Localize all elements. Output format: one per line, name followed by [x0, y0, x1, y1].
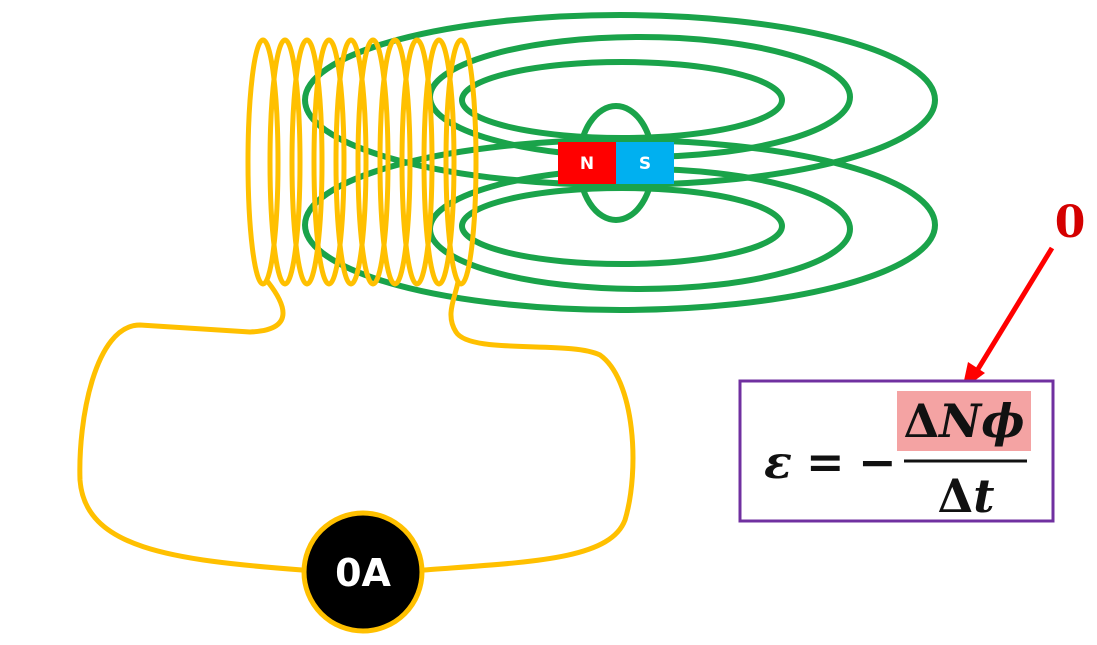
minus-sign: − — [858, 435, 897, 489]
circuit-wire — [77, 279, 636, 573]
numerator-highlight — [897, 391, 1031, 451]
annotation-value: 0 — [1055, 197, 1086, 248]
north-label: N — [580, 154, 594, 174]
coil-loop — [311, 37, 347, 287]
coil-loop — [443, 37, 479, 287]
coil-loop — [421, 37, 457, 287]
field-line — [302, 12, 938, 188]
ammeter-dial — [301, 510, 425, 634]
coil-loop — [289, 37, 325, 287]
coil-loop — [399, 37, 435, 287]
coil-loop — [245, 37, 281, 287]
coil-loop — [267, 37, 303, 287]
field-line — [459, 59, 785, 141]
ammeter: 0A — [301, 510, 425, 634]
faraday-equation: ε = − ΔNϕ Δt — [738, 379, 1055, 523]
bar-magnet: N S — [558, 142, 674, 184]
field-line — [459, 185, 785, 267]
coil-loop — [377, 37, 413, 287]
zero-change-annotation: 0 — [962, 197, 1085, 390]
south-label: S — [639, 154, 651, 174]
numerator: ΔNϕ — [903, 394, 1024, 448]
emf-symbol: ε — [764, 435, 792, 489]
coil-loop — [355, 37, 391, 287]
denominator: Δt — [938, 469, 995, 523]
annotation-arrow — [972, 246, 1055, 376]
magnet-north-pole — [558, 142, 616, 184]
equals-sign: = — [806, 435, 845, 489]
solenoid-coil — [245, 37, 479, 287]
ammeter-reading: 0A — [335, 551, 391, 595]
coil-loop — [333, 37, 369, 287]
magnet-south-pole — [616, 142, 674, 184]
